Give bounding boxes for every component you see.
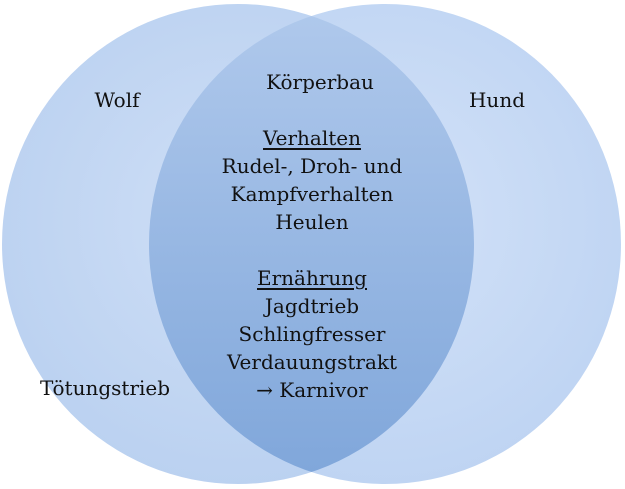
intersection-region bbox=[149, 4, 474, 484]
group-heading-verhalten: Verhalten bbox=[263, 126, 361, 150]
shared-item-koerperbau: Körperbau bbox=[266, 70, 374, 94]
group-verhalten: Verhalten Rudel-, Droh- und Kampfverhalt… bbox=[222, 124, 403, 236]
set-label-wolf: Wolf bbox=[94, 88, 140, 112]
group-heading-ernaehrung: Ernährung bbox=[257, 266, 367, 290]
group-ernaehrung: Ernährung Jagdtrieb Schlingfresser Verda… bbox=[227, 264, 397, 404]
group-item: Rudel-, Droh- und bbox=[221, 154, 403, 178]
group-item: Schlingfresser bbox=[238, 322, 386, 346]
group-item: Verdauungstrakt bbox=[226, 350, 398, 374]
group-item: Kampfverhalten bbox=[230, 182, 394, 206]
group-item: → Karnivor bbox=[256, 378, 368, 402]
group-item: Heulen bbox=[275, 210, 349, 234]
set-label-hund: Hund bbox=[468, 88, 526, 112]
group-item: Jagdtrieb bbox=[264, 294, 360, 318]
wolf-item-toetungstrieb: Tötungstrieb bbox=[39, 376, 171, 400]
